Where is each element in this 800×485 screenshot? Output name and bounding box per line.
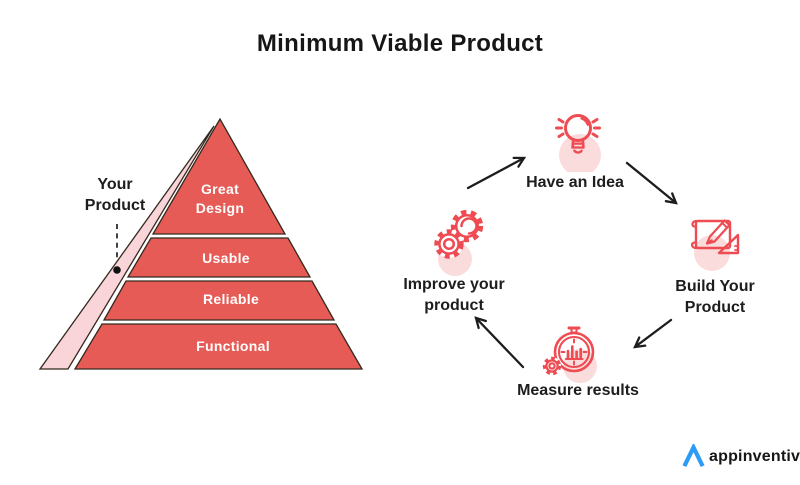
cycle-label-have-an-idea: Have an Idea <box>526 174 624 191</box>
cycle-label-measure-results: Measure results <box>517 382 639 399</box>
arrow-measure-to-improve <box>474 316 525 369</box>
pyramid-label-functional: Functional <box>196 338 270 354</box>
blueprint-pencil-icon <box>690 219 740 271</box>
your-product-annotation: Your Product <box>84 176 146 214</box>
appinventiv-logo-icon <box>682 444 705 468</box>
pyramid-layer-usable <box>126 237 312 278</box>
brand-name: appinventiv <box>709 448 800 465</box>
halo-circle <box>694 235 730 271</box>
lightbulb-icon <box>555 114 601 172</box>
pyramid-label-reliable: Reliable <box>202 291 260 307</box>
pyramid-layer-functional <box>73 323 364 370</box>
arrow-idea-to-build <box>625 161 678 205</box>
cycle-label-improve-your-product: Improve your product <box>403 276 505 314</box>
pyramid-label-usable: Usable <box>202 250 250 266</box>
cycle-arrows <box>466 156 678 369</box>
arrow-build-to-measure <box>633 318 673 349</box>
gears-icon <box>434 209 484 276</box>
arrow-improve-to-idea <box>466 156 527 190</box>
stopwatch-chart-icon <box>542 326 597 383</box>
pyramid-layer-reliable <box>102 280 336 321</box>
page-title: Minimum Viable Product <box>256 30 544 57</box>
pyramid-label-great-design: Great Design <box>195 181 245 216</box>
annotation-dot <box>113 266 121 274</box>
pyramid-product-slice <box>38 125 215 370</box>
cycle-label-build-your-product: Build Your Product <box>675 278 755 316</box>
pyramid-layer-great-design <box>151 117 287 235</box>
